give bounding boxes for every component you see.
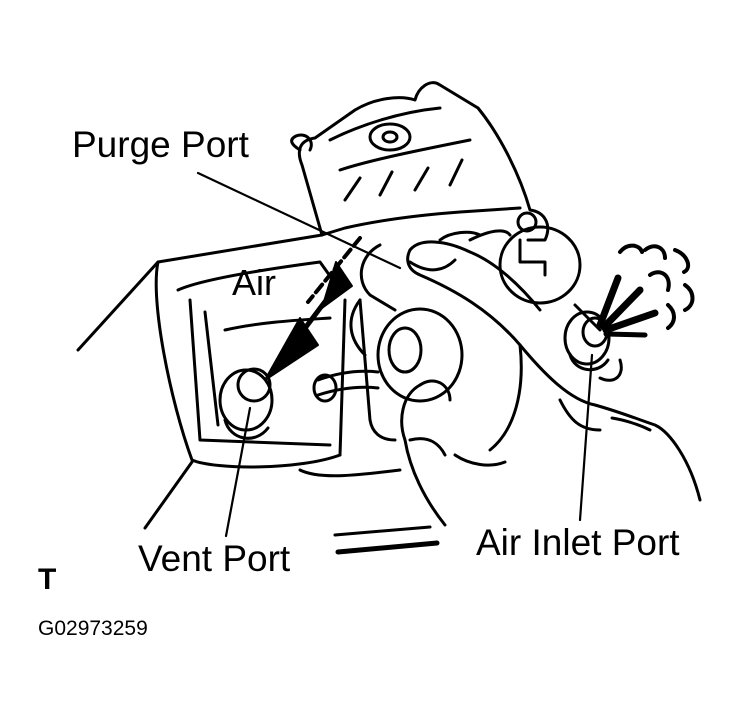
- vent-port-label: Vent Port: [138, 538, 291, 579]
- air-spray-icon: [596, 243, 695, 338]
- canister-bracket: [290, 81, 550, 242]
- corner-mark: T: [38, 563, 57, 596]
- figure-code: G02973259: [38, 617, 148, 640]
- vent-port-leader: [224, 406, 252, 538]
- air-inlet-port-leader: [578, 353, 594, 522]
- down-left-arrow-icon: [264, 236, 362, 381]
- air-label: Air: [232, 262, 276, 303]
- valve-assembly: [312, 225, 623, 403]
- bottom-mark: [333, 525, 432, 537]
- purge-port-leader: [196, 171, 402, 270]
- hand-icon: [400, 240, 702, 527]
- bottom-mark-thick: [335, 540, 440, 555]
- air-inlet-port-label: Air Inlet Port: [476, 522, 680, 563]
- canister-housing: [76, 233, 402, 530]
- purge-port-label: Purge Port: [72, 124, 249, 165]
